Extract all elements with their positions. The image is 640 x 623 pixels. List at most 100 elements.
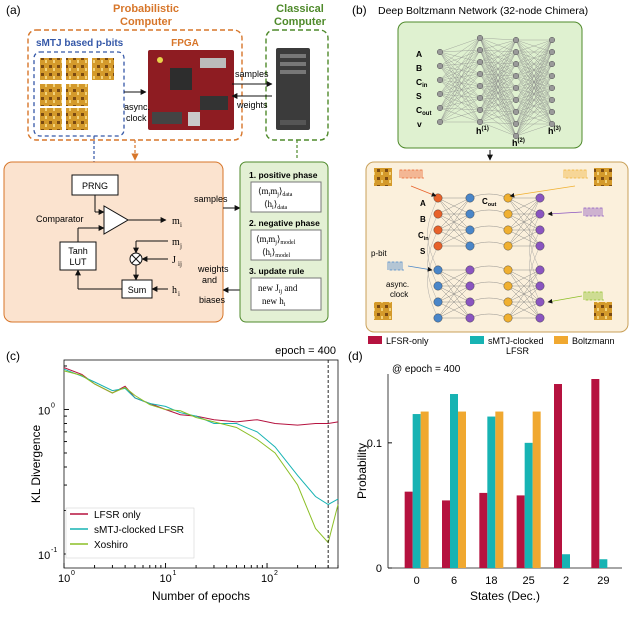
weights-biases-label-3: biases <box>199 295 226 305</box>
chimera-node <box>503 265 513 275</box>
svg-text:S: S <box>420 247 426 256</box>
bar <box>554 384 562 568</box>
chimera-node <box>433 241 443 251</box>
dbn-edge <box>439 51 481 111</box>
chimera-edge <box>437 197 471 231</box>
svg-text:B: B <box>416 63 422 73</box>
dbn-edge <box>515 39 553 101</box>
dbn-node <box>548 84 556 92</box>
dbn-edge <box>479 99 517 123</box>
panel-b-title: Deep Boltzmann Network (32-node Chimera) <box>378 5 588 17</box>
bar <box>524 442 533 568</box>
dbn-edge <box>439 65 481 123</box>
bar <box>495 411 504 568</box>
legend-swatch <box>554 336 568 344</box>
dbn-node <box>476 70 484 78</box>
panel-a-label: (a) <box>6 3 21 17</box>
bar <box>591 379 600 568</box>
dbn-edge <box>439 79 481 123</box>
dbn-edge <box>439 65 481 111</box>
chimera-node <box>433 313 443 323</box>
dbn-edge <box>439 49 481 81</box>
y-tick-exp: 0 <box>51 402 55 409</box>
bar <box>420 411 429 568</box>
clock-arrow <box>547 295 583 304</box>
legend-swatch <box>368 336 382 344</box>
dbn-edge <box>439 79 481 111</box>
dbn-node <box>476 34 484 42</box>
dbn-node <box>436 104 444 112</box>
panel-a: (a) Probabilistic Computer Classical Com… <box>3 3 329 323</box>
dbn-node <box>512 132 520 140</box>
dbn-edge <box>439 37 481 123</box>
dbn-edge <box>479 121 517 137</box>
x-tick-exp: 0 <box>71 570 75 577</box>
dbn-edge <box>479 39 517 123</box>
chimera-node <box>503 281 513 291</box>
chimera-edge <box>437 197 471 247</box>
dbn-edge <box>439 85 481 109</box>
chimera-node <box>535 297 545 307</box>
chimera-node <box>503 225 513 235</box>
dbn-edge <box>515 39 553 65</box>
step2-mimj-model: ⟨mimj⟩model ⟨hi⟩model <box>256 234 296 259</box>
svg-text:⟨mimj⟩model: ⟨mimj⟩model <box>256 234 296 246</box>
panel-b: (b) Deep Boltzmann Network (32-node Chim… <box>352 3 629 333</box>
chimera-node <box>433 193 443 203</box>
legend-label: LFSR only <box>94 510 141 521</box>
weights-biases-label-2: and <box>202 275 217 285</box>
chimera-edge <box>437 197 471 215</box>
dbn-edge <box>439 85 481 123</box>
chimera-edge <box>507 213 541 247</box>
chimera-node <box>535 193 545 203</box>
dbn-node <box>436 118 444 126</box>
dbn-edge <box>479 39 517 75</box>
chimera-edge <box>437 285 471 319</box>
svg-text:S: S <box>416 91 422 101</box>
dbn-edge <box>439 61 481 95</box>
hi-input-label: h <box>172 285 177 296</box>
dbn-edge <box>479 39 517 63</box>
dbn-edge <box>515 39 553 113</box>
dbn-edge <box>479 39 517 111</box>
dbn-edge <box>439 51 481 123</box>
chimera-node <box>433 281 443 291</box>
bar <box>516 495 525 568</box>
chimera-node <box>465 225 475 235</box>
dbn-edge <box>439 61 481 123</box>
svg-text:Cin: Cin <box>418 231 429 242</box>
y-tick-exp: -1 <box>51 547 57 554</box>
dbn-edge <box>439 51 481 75</box>
chimera-edge <box>437 301 471 319</box>
tanh-label-2: LUT <box>69 257 87 267</box>
dbn-node <box>512 60 520 68</box>
dbn-edge <box>439 51 481 63</box>
comparator-label: Comparator <box>36 214 84 224</box>
chimera-node <box>503 313 513 323</box>
step3-label: 3. update rule <box>249 266 305 276</box>
fpga-label: FPGA <box>171 38 199 49</box>
dbn-edge <box>439 61 481 109</box>
svg-text:Cout: Cout <box>416 105 431 117</box>
dbn-node <box>548 108 556 116</box>
prob-computer-title-1: Probabilistic <box>113 3 179 15</box>
samples-label-mid: samples <box>194 194 228 204</box>
chimera-edge <box>437 269 471 287</box>
chimera-edge <box>437 269 471 303</box>
dbn-edge <box>439 79 481 99</box>
step3-updates: new Jij and new hi <box>258 283 298 308</box>
dbn-input-labels: A B Cin S Cout v <box>416 49 431 129</box>
legend-label: sMTJ-clocked LFSR <box>94 525 184 536</box>
dbn-node <box>548 36 556 44</box>
dbn-node <box>436 76 444 84</box>
svg-text:new Jij and: new Jij and <box>258 283 298 295</box>
dbn-edge <box>515 99 553 137</box>
chimera-edge <box>529 245 541 319</box>
bar <box>458 411 466 568</box>
smtj-chip-image <box>374 168 392 186</box>
dbn-edge <box>439 51 481 99</box>
x-tick-label: 25 <box>523 575 535 587</box>
async-label-2: clock <box>390 290 409 299</box>
